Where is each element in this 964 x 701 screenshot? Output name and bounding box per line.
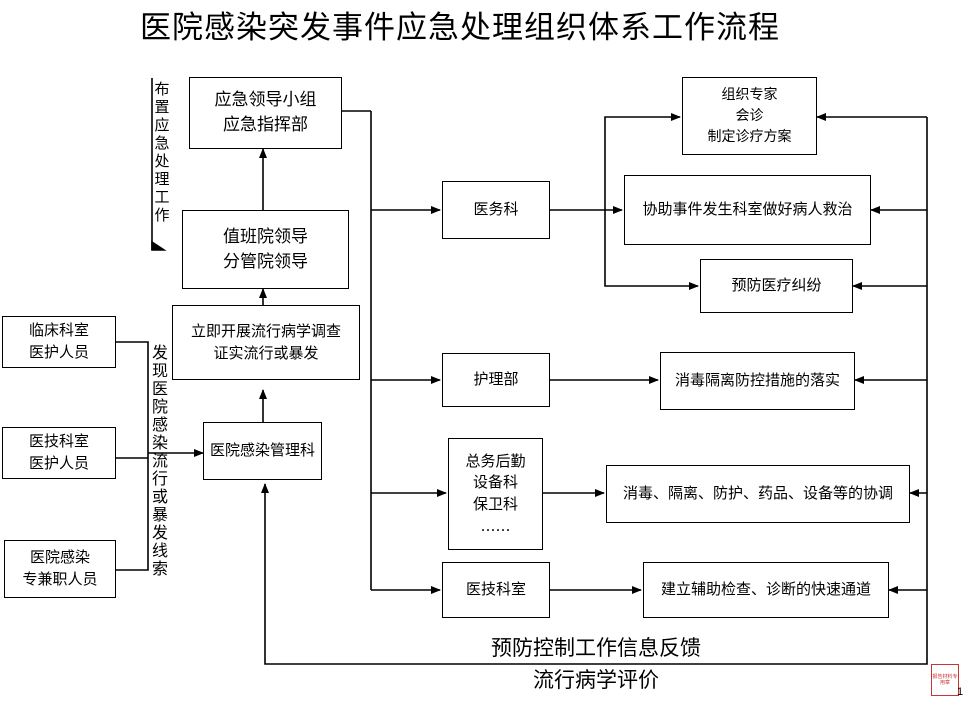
- infection-dept-box: 医院感染管理科: [203, 422, 322, 480]
- source-infection-staff-box: 医院感染专兼职人员: [4, 540, 116, 598]
- investigation-box: 立即开展流行病学调查证实流行或暴发: [172, 305, 360, 380]
- vertical-char: 现: [151, 361, 168, 380]
- action-disinfect-box: 消毒隔离防控措施的落实: [660, 352, 855, 410]
- dept-nursing-box: 护理部: [442, 353, 550, 407]
- duty-leader-box: 值班院领导分管院领导: [182, 210, 349, 289]
- vertical-char: 应: [154, 116, 170, 134]
- command-box: 应急领导小组应急指挥部: [189, 77, 342, 149]
- evaluation-label: 流行病学评价: [533, 668, 659, 692]
- vertical-char: 流: [151, 451, 168, 470]
- action-prevent-box: 预防医疗纠纷: [700, 259, 853, 313]
- source-clinical-box: 临床科室医护人员: [2, 316, 116, 368]
- vertical-char: 或: [151, 487, 168, 506]
- dept-medtech-box: 医技科室: [442, 562, 550, 618]
- vertical-char: 发: [151, 523, 168, 542]
- vertical-char: 行: [151, 469, 168, 488]
- vertical-char: 工: [154, 188, 170, 206]
- vertical-char: 作: [154, 206, 170, 224]
- page-number: 1: [957, 686, 964, 698]
- vertical-char: 发: [151, 343, 168, 362]
- feedback-label: 预防控制工作信息反馈: [491, 636, 701, 660]
- vertical-char: 急: [154, 134, 170, 152]
- action-experts-box: 组织专家会诊制定诊疗方案: [682, 77, 817, 155]
- vertical-char: 线: [151, 541, 168, 560]
- source-medtech-box: 医技科室医护人员: [2, 427, 116, 479]
- vertical-char: 处: [154, 152, 170, 170]
- vertical-char: 院: [151, 397, 168, 416]
- dept-medical-box: 医务科: [442, 181, 550, 239]
- action-assist-box: 协助事件发生科室做好病人救治: [624, 175, 871, 245]
- action-coordinate-box: 消毒、隔离、防护、药品、设备等的协调: [606, 465, 910, 523]
- source-connector: [116, 341, 149, 571]
- page-title: 医院感染突发事件应急处理组织体系工作流程: [140, 10, 780, 46]
- vertical-char: 染: [151, 433, 168, 452]
- vertical-char: 感: [151, 415, 168, 434]
- discover-label: 发现医院感染流行或暴发线索: [150, 344, 170, 578]
- vertical-char: 索: [151, 559, 168, 578]
- stamp-seal: 报告材料专用章: [931, 664, 959, 696]
- action-channel-box: 建立辅助检查、诊断的快速通道: [643, 562, 889, 618]
- vertical-char: 理: [154, 170, 170, 188]
- vertical-char: 医: [151, 379, 168, 398]
- vertical-char: 布: [154, 80, 170, 98]
- deploy-label: 布置应急处理工作: [152, 80, 172, 224]
- vertical-char: 置: [154, 98, 170, 116]
- dept-logistics-box: 总务后勤设备科保卫科……: [448, 438, 543, 550]
- vertical-char: 暴: [151, 505, 168, 524]
